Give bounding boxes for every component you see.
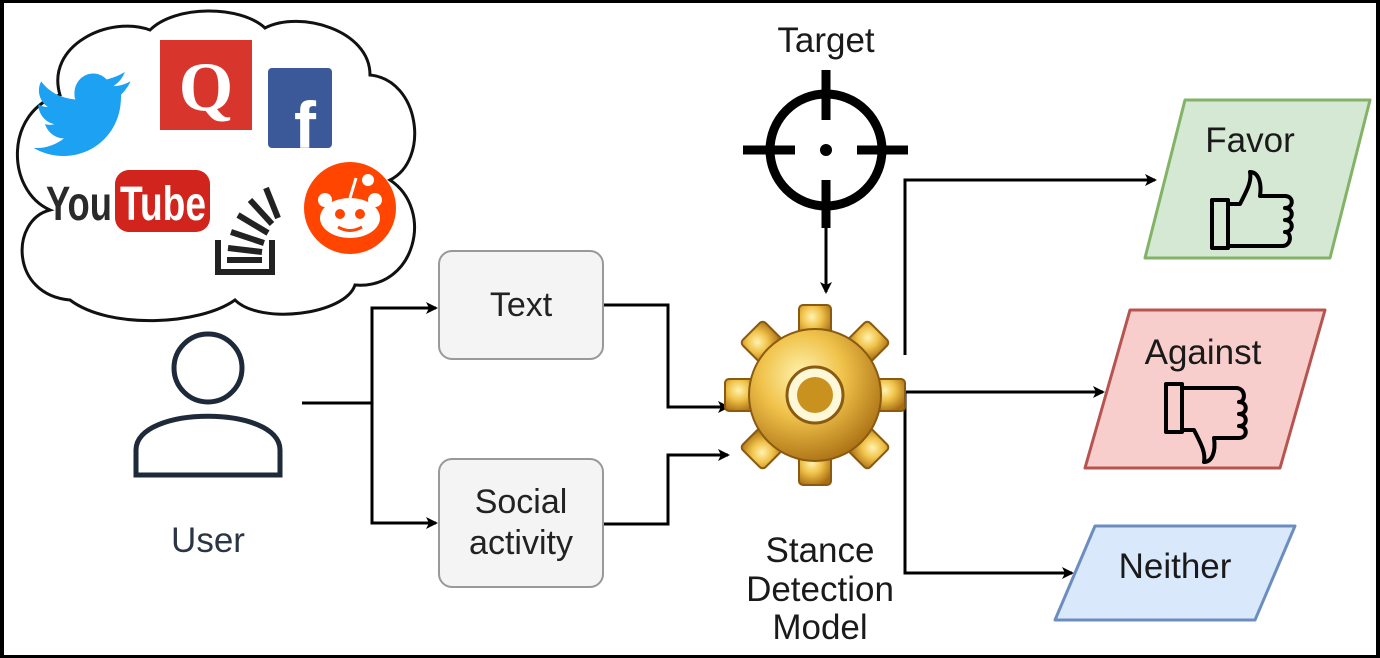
text-box[interactable]: Text [438,250,604,360]
text-box-label: Text [489,285,553,324]
neither-shape[interactable] [1053,524,1297,622]
favor-label: Favor [1205,121,1295,160]
reddit-icon [304,162,396,254]
gear-icon [724,304,906,486]
neither-label: Neither [1118,547,1232,586]
against-label: Against [1144,333,1262,372]
user-label: User [171,521,245,560]
svg-text:Q: Q [179,49,233,126]
quora-icon: Q [160,40,252,130]
social-activity-line1: Social [474,483,568,522]
model-label-line2: Detection [746,569,894,609]
thumbs-up-icon [1210,170,1294,250]
svg-text:You: You [46,178,112,231]
thumbs-down-icon [1164,382,1248,464]
twitter-icon [33,71,131,157]
model-label-line1: Stance [765,531,875,570]
user-icon [133,331,283,478]
svg-text:f: f [294,88,317,162]
social-activity-box[interactable]: Social activity [438,458,604,588]
svg-text:Tube: Tube [120,178,206,231]
facebook-icon: f [268,68,332,162]
connectors [302,174,1157,579]
target-label: Target [777,21,875,60]
model-label: Stance Detection Model [720,531,920,648]
social-activity-line2: activity [469,524,573,562]
target-crosshair-icon [743,70,908,228]
youtube-icon: You Tube [46,170,210,232]
model-label-line3: Model [772,608,868,647]
stackoverflow-icon [215,186,281,275]
